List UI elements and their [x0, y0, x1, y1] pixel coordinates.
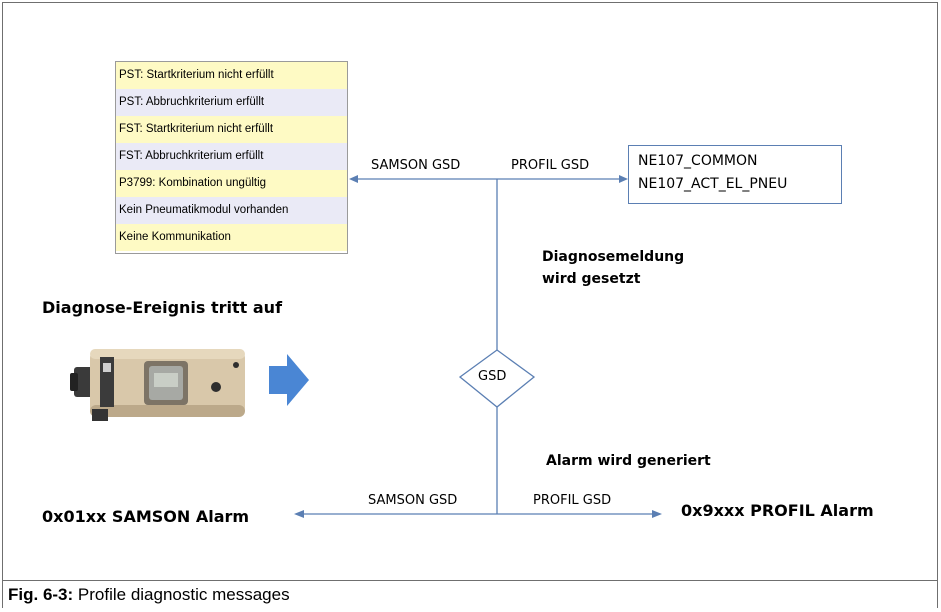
caption-divider	[2, 580, 938, 581]
alarm-generated-label: Alarm wird generiert	[546, 453, 711, 469]
upper-samson-gsd-label: SAMSON GSD	[371, 158, 461, 173]
lower-profil-gsd-label: PROFIL GSD	[533, 493, 612, 508]
diagnose-set-label: Diagnosemeldung wird gesetzt	[542, 246, 684, 290]
positioner-device-image	[70, 349, 245, 421]
gsd-decision-label: GSD	[478, 369, 507, 384]
ne107-line: NE107_ACT_EL_PNEU	[638, 176, 788, 192]
status-item: FST: Abbruchkriterium erfüllt	[116, 143, 347, 170]
diagnose-set-line: Diagnosemeldung	[542, 249, 685, 265]
caption-text: Profile diagnostic messages	[77, 585, 290, 604]
status-item: PST: Abbruchkriterium erfüllt	[116, 89, 347, 116]
lower-samson-gsd-label: SAMSON GSD	[368, 493, 458, 508]
arrowhead-right-lower	[652, 510, 662, 518]
status-item: P3799: Kombination ungültig	[116, 170, 347, 197]
upper-profil-gsd-label: PROFIL GSD	[511, 158, 590, 173]
diagnose-set-line: wird gesetzt	[542, 271, 641, 287]
process-arrow-icon	[269, 354, 309, 406]
arrowhead-left-upper	[349, 175, 358, 183]
status-item: PST: Startkriterium nicht erfüllt	[116, 62, 347, 89]
arrowhead-left-lower	[294, 510, 304, 518]
profil-alarm-label: 0x9xxx PROFIL Alarm	[681, 501, 874, 520]
ne107-box: NE107_COMMON NE107_ACT_EL_PNEU	[628, 145, 842, 204]
arrowhead-right-upper	[619, 175, 628, 183]
event-title: Diagnose-Ereignis tritt auf	[42, 298, 283, 317]
samson-alarm-label: 0x01xx SAMSON Alarm	[42, 507, 250, 526]
status-item: Kein Pneumatikmodul vorhanden	[116, 197, 347, 224]
caption-label: Fig. 6-3:	[8, 585, 74, 604]
ne107-line: NE107_COMMON	[638, 153, 758, 169]
status-item: Keine Kommunikation	[116, 224, 347, 251]
diagnostic-status-list: PST: Startkriterium nicht erfüllt PST: A…	[115, 61, 348, 254]
status-item: FST: Startkriterium nicht erfüllt	[116, 116, 347, 143]
figure-caption: Fig. 6-3: Profile diagnostic messages	[8, 585, 290, 605]
